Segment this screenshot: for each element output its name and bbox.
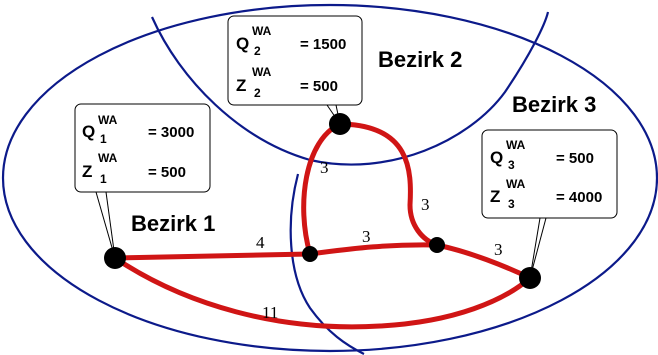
info-box-1-frame: [74, 103, 211, 193]
z3-value: = 4000: [556, 189, 602, 206]
leader-1a: [95, 191, 116, 259]
q2-value: = 1500: [300, 36, 346, 53]
district-label-1: Bezirk 1: [131, 211, 215, 236]
z2-value: = 500: [300, 78, 338, 95]
q3-superscript: WA: [506, 138, 526, 152]
z2-superscript: WA: [252, 65, 272, 79]
q3-subscript: 3: [508, 158, 515, 172]
z3-subscript: 3: [508, 197, 515, 211]
node-2: [329, 113, 351, 135]
q1-value: = 3000: [148, 124, 194, 141]
q1-symbol: Q: [82, 122, 95, 141]
route-n2-n5: [337, 121, 440, 248]
route-n5-n3: [434, 242, 533, 281]
q3-value: = 500: [556, 150, 594, 167]
node-1: [104, 247, 126, 269]
z1-value: = 500: [148, 164, 186, 181]
q1-subscript: 1: [100, 132, 107, 146]
district-label-3: Bezirk 3: [512, 92, 596, 117]
edge-weight-n1-n3: 11: [262, 303, 278, 322]
boundary-district-1-3: [289, 173, 365, 355]
route-n1-n3: [112, 255, 533, 330]
q1-superscript: WA: [98, 113, 118, 127]
edge-weight-n2-n4: 3: [320, 158, 329, 177]
z1-superscript: WA: [98, 151, 118, 165]
edge-weight-n4-n5: 3: [362, 227, 371, 246]
nodes: [104, 113, 541, 289]
z2-symbol: Z: [236, 76, 246, 95]
info-box-2-frame: [227, 15, 363, 106]
edge-weight-n5-n3: 3: [494, 240, 503, 259]
route-n2-n4: [301, 121, 343, 257]
z3-symbol: Z: [490, 187, 500, 206]
node-3: [519, 267, 541, 289]
z1-subscript: 1: [100, 172, 107, 186]
info-box-3-frame: [481, 129, 618, 219]
q2-superscript: WA: [252, 24, 272, 38]
district-label-2: Bezirk 2: [378, 47, 462, 72]
q2-symbol: Q: [236, 34, 249, 53]
edge-weight-n1-n4: 4: [256, 233, 265, 252]
z2-subscript: 2: [254, 86, 261, 100]
info-box-3: Q WA 3 = 500 Z WA 3 = 4000: [481, 129, 618, 219]
node-5: [429, 237, 445, 253]
route-n1-n4: [112, 251, 313, 261]
node-4: [302, 246, 318, 262]
q2-subscript: 2: [254, 44, 261, 58]
region-outline: [1, 3, 658, 353]
info-box-1: Q WA 1 = 3000 Z WA 1 = 500: [74, 103, 211, 193]
route-n4-n5: [307, 242, 440, 257]
q3-symbol: Q: [490, 148, 503, 167]
info-box-2: Q WA 2 = 1500 Z WA 2 = 500: [227, 15, 363, 106]
boundary-district-2: [150, 11, 550, 166]
z1-symbol: Z: [82, 162, 92, 181]
leader-1b: [105, 191, 116, 259]
district-boundaries: [1, 3, 658, 355]
edge-weight-n2-n5: 3: [421, 195, 430, 214]
z3-superscript: WA: [506, 177, 526, 191]
